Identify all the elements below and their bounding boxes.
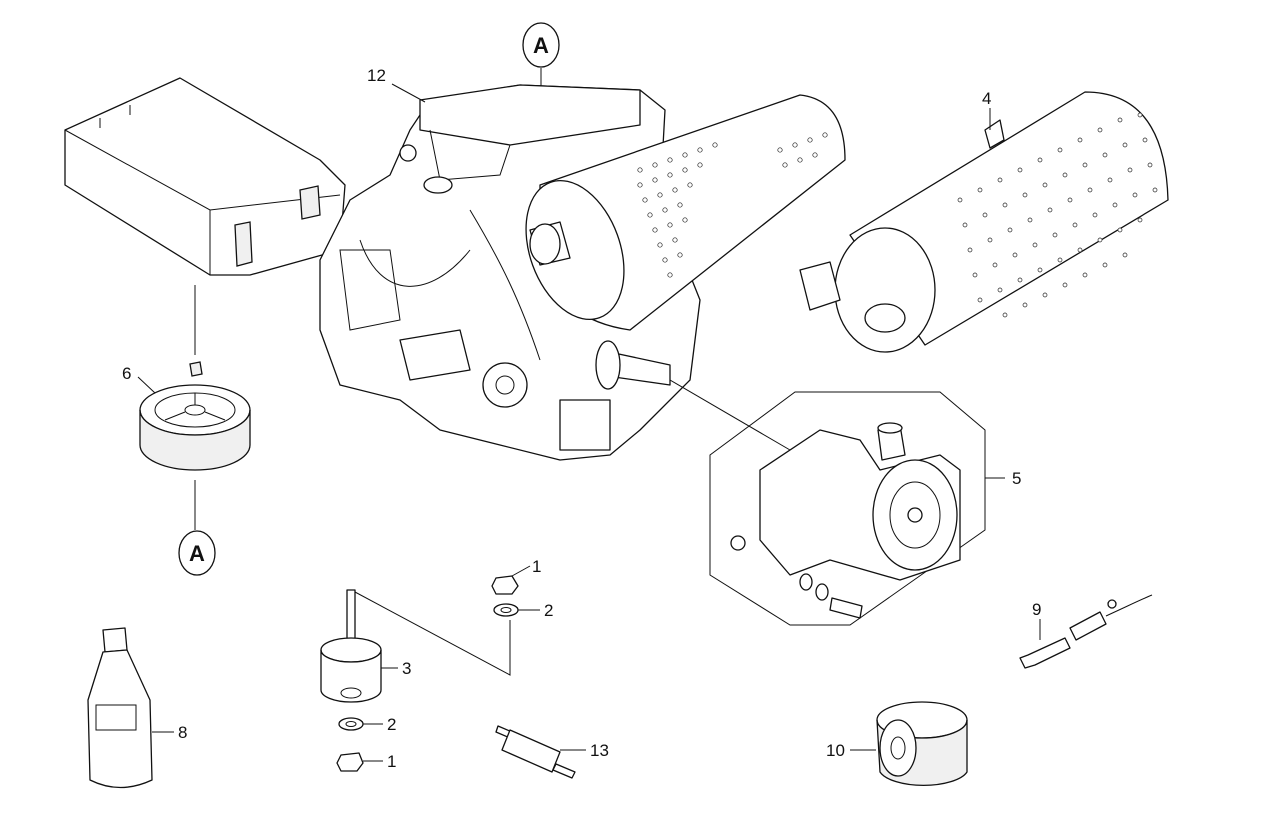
callout-2-top: 2 (544, 601, 553, 620)
leader-callout-1a (511, 565, 531, 577)
callout-3: 3 (402, 659, 411, 678)
engine-muffler-shield (525, 94, 846, 331)
callout-6: 6 (122, 364, 131, 383)
callout-9: 9 (1032, 600, 1041, 619)
air-filter-cover (64, 77, 346, 276)
pump-flange-assembly (709, 391, 986, 626)
washer-top (493, 603, 519, 617)
muffler-perforation (957, 112, 1158, 318)
callout-8: 8 (178, 723, 187, 742)
callout-4: 4 (982, 89, 991, 108)
callout-2-bottom: 2 (387, 715, 396, 734)
callout-12: 12 (367, 66, 386, 85)
fuel-filter (495, 725, 576, 779)
leader-callout-6 (137, 376, 156, 394)
callout-1-top: 1 (532, 557, 541, 576)
spark-plug (1019, 594, 1153, 669)
muffler-shield-perforation (637, 132, 828, 278)
callout-10: 10 (826, 741, 845, 760)
callout-5: 5 (1012, 469, 1021, 488)
muffler (799, 91, 1169, 353)
reference-marker-a-top: A (522, 22, 560, 68)
leader-shaft-to-pump (669, 379, 791, 451)
oil-filter (876, 701, 968, 787)
reference-marker-a-bottom: A (178, 530, 216, 576)
oil-bottle (87, 627, 153, 789)
callout-1-bottom: 1 (387, 752, 396, 771)
leader-callout-12 (391, 83, 426, 103)
washer-bottom (338, 717, 364, 731)
reference-letter: A (189, 541, 205, 566)
nut-bottom (336, 752, 364, 772)
reference-letter: A (533, 33, 549, 58)
leader-mount-loop (354, 591, 511, 676)
callout-13: 13 (590, 741, 609, 760)
vibration-mount (320, 589, 382, 703)
nut-top (491, 575, 519, 595)
air-filter-element (139, 361, 251, 471)
